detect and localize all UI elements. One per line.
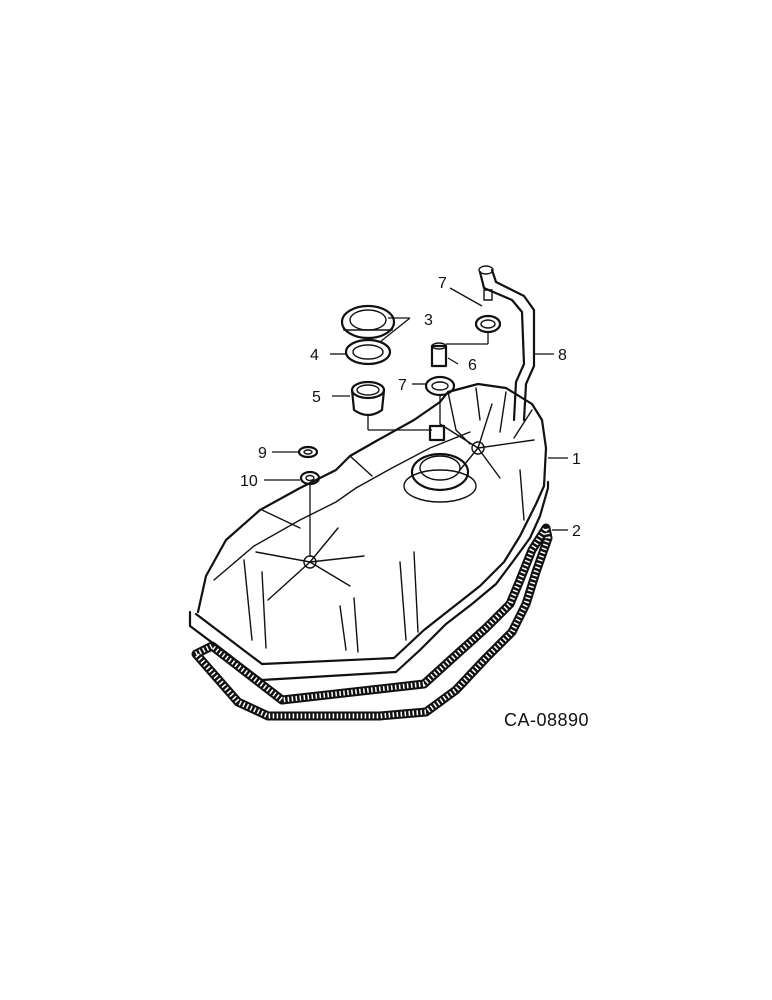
callout-7-lower: 7 bbox=[398, 377, 407, 394]
cap-seal bbox=[344, 338, 392, 366]
callout-4: 4 bbox=[310, 347, 319, 364]
callout-7-upper: 7 bbox=[438, 275, 447, 292]
callout-1: 1 bbox=[572, 451, 581, 468]
leader-lines bbox=[264, 287, 568, 556]
callout-3: 3 bbox=[424, 312, 433, 329]
breather-hose bbox=[430, 342, 448, 368]
stud-washer bbox=[297, 445, 319, 459]
gasket bbox=[191, 523, 553, 721]
callout-2: 2 bbox=[572, 523, 581, 540]
callout-5: 5 bbox=[312, 389, 321, 406]
drawing-code: CA-08890 bbox=[504, 710, 589, 730]
hose-clamp-lower bbox=[424, 375, 456, 397]
callout-8: 8 bbox=[558, 347, 567, 364]
valve-cover bbox=[188, 382, 550, 682]
breather-tube bbox=[478, 265, 536, 422]
filler-cap bbox=[340, 304, 396, 340]
callout-10: 10 bbox=[240, 473, 258, 490]
breather-element bbox=[350, 380, 386, 417]
callout-6: 6 bbox=[468, 357, 477, 374]
callout-9: 9 bbox=[258, 445, 267, 462]
hose-clamp-upper bbox=[474, 289, 502, 334]
